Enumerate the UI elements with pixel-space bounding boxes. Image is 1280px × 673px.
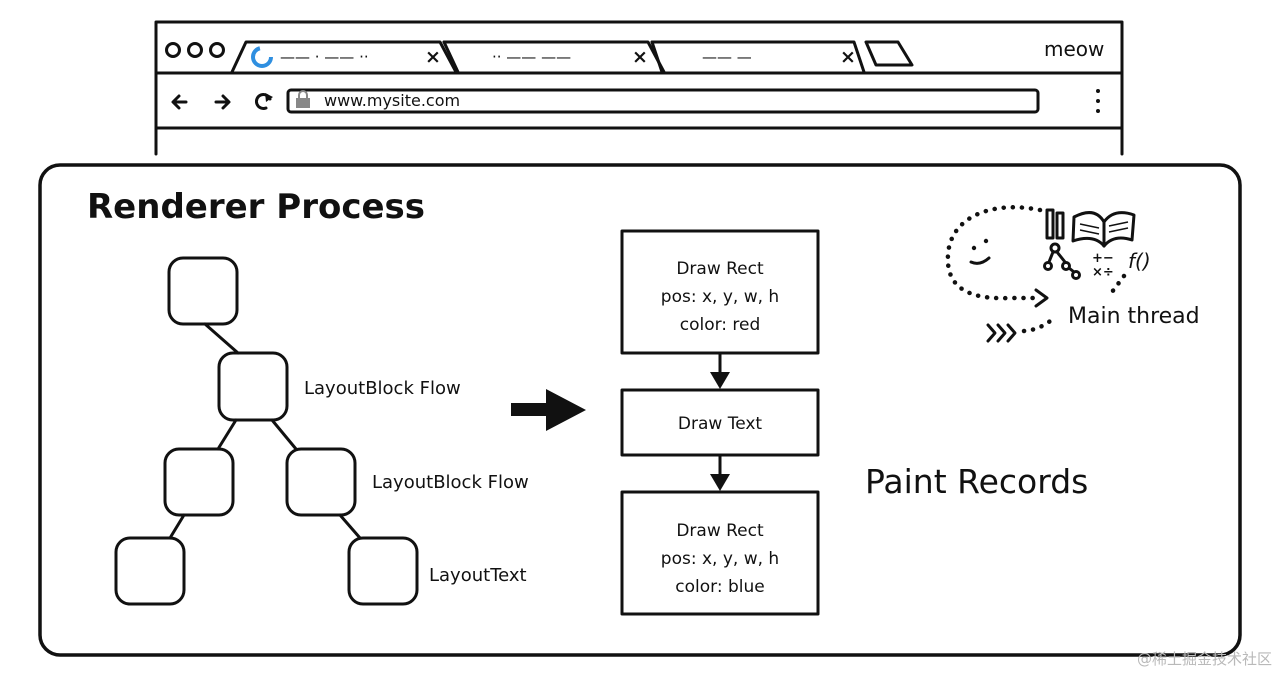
paint-record-box — [620, 490, 820, 616]
layout-node — [347, 536, 419, 606]
browser-tab[interactable]: —— · —— ·· × — [230, 40, 458, 74]
main-thread-label: Main thread — [1068, 304, 1200, 329]
tab-close-icon[interactable]: × — [632, 46, 648, 68]
kebab-menu-icon[interactable] — [1096, 89, 1100, 113]
reload-icon[interactable] — [254, 92, 273, 110]
chevrons-icon — [986, 323, 1017, 343]
layout-node-label: LayoutBlock Flow — [372, 472, 529, 493]
renderer-process-panel: Renderer Process LayoutBlock Flow Layout… — [38, 163, 1242, 657]
down-arrow-icon — [710, 474, 730, 491]
paint-record-line: Draw Rect — [676, 521, 764, 541]
tab-close-icon[interactable]: × — [425, 46, 441, 68]
layout-tree-connectors — [168, 322, 362, 540]
down-arrow-icon — [710, 372, 730, 389]
tree-graph-icon — [1043, 242, 1081, 280]
forward-icon[interactable] — [214, 94, 231, 110]
window-control-dot[interactable] — [187, 42, 203, 58]
tab-title: —— — — [702, 48, 752, 66]
browser-window: —— · —— ·· × ·· —— —— × —— — × meow — [154, 20, 1124, 156]
layout-node-label: LayoutBlock Flow — [304, 378, 461, 399]
layout-node-label: LayoutText — [429, 565, 527, 586]
paint-records-label: Paint Records — [865, 462, 1088, 501]
loading-spinner-icon — [251, 46, 273, 68]
paint-record-line: color: red — [680, 315, 761, 335]
browser-tab[interactable]: ·· —— —— × — [442, 40, 666, 74]
lock-icon — [296, 90, 310, 108]
paint-record-line: pos: x, y, w, h — [661, 287, 779, 307]
address-bar[interactable]: www.mysite.com — [286, 88, 1040, 114]
paint-record-line: color: blue — [675, 577, 764, 597]
main-thread-illustration: +− ×÷ f() Main thread — [945, 205, 1200, 343]
math-symbols-icon: +− — [1092, 251, 1114, 266]
tab-close-icon[interactable]: × — [840, 46, 856, 68]
transform-arrow-icon — [511, 389, 586, 431]
watermark: @稀土掘金技术社区 — [1136, 650, 1272, 668]
layout-tree — [114, 256, 419, 606]
pencils-icon — [1045, 208, 1065, 240]
function-icon: f() — [1128, 249, 1151, 273]
window-control-dot[interactable] — [209, 42, 225, 58]
math-symbols-icon: ×÷ — [1092, 265, 1114, 280]
layout-node — [167, 256, 239, 326]
window-title: meow — [1044, 37, 1104, 61]
layout-node — [217, 351, 289, 422]
thread-arrow-icon — [1034, 288, 1049, 308]
address-bar-url: www.mysite.com — [324, 91, 460, 110]
paint-records: Draw Rect pos: x, y, w, h color: red Dra… — [620, 229, 820, 616]
new-tab-button[interactable] — [864, 40, 914, 67]
layout-node — [163, 447, 235, 517]
window-controls — [165, 42, 225, 58]
tab-title: —— · —— ·· — [280, 48, 369, 66]
window-control-dot[interactable] — [165, 42, 181, 58]
smiley-face-icon — [969, 238, 991, 265]
open-book-icon — [1071, 211, 1136, 248]
layout-node — [114, 536, 186, 606]
layout-node — [285, 447, 357, 517]
tab-title: ·· —— —— — [492, 48, 571, 66]
paint-record-line: Draw Text — [678, 414, 763, 434]
back-icon[interactable] — [171, 94, 188, 110]
renderer-process-title: Renderer Process — [87, 187, 425, 227]
dotted-loop-path — [945, 205, 1043, 301]
paint-record-line: pos: x, y, w, h — [661, 549, 779, 569]
browser-tab[interactable]: —— — × — [650, 40, 866, 74]
paint-record-line: Draw Rect — [676, 259, 764, 279]
